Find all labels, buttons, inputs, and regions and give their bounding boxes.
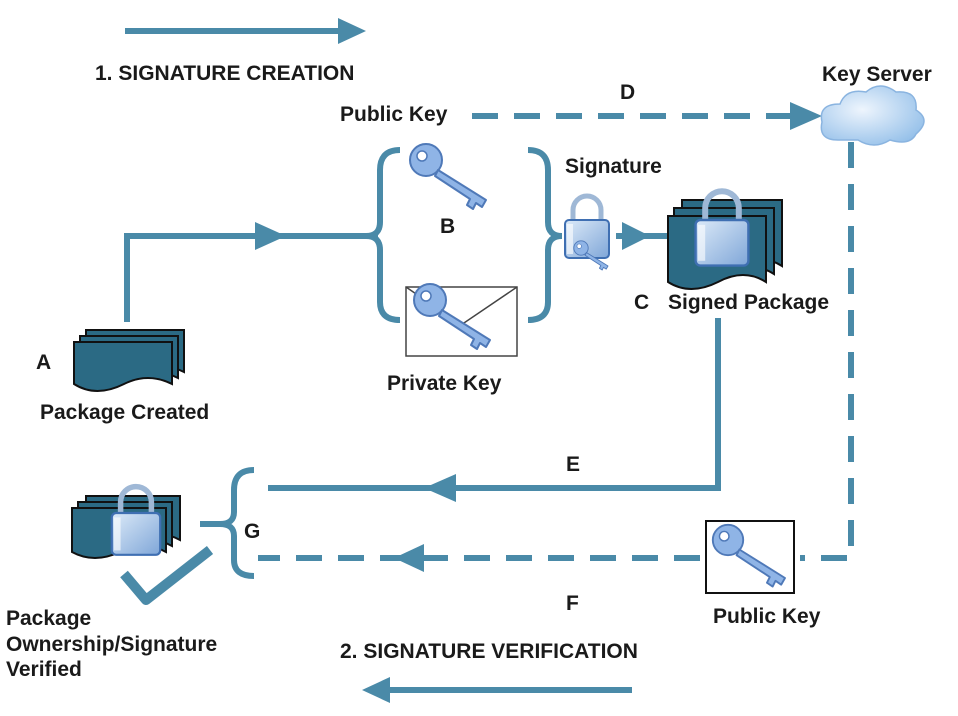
publish-public-key-path bbox=[472, 102, 822, 130]
signed-package-label: Signed Package bbox=[668, 291, 830, 314]
step-g-label: G bbox=[244, 520, 261, 543]
signature-creation-title: 1. SIGNATURE CREATION bbox=[95, 62, 355, 85]
public-key-to-verify-path bbox=[258, 544, 700, 572]
step-e-label: E bbox=[566, 453, 581, 476]
step-b-label: B bbox=[440, 215, 456, 238]
public-key-bottom-label: Public Key bbox=[713, 605, 821, 628]
package-to-keys-path bbox=[124, 222, 378, 322]
public-key-top-label: Public Key bbox=[340, 103, 448, 126]
step-a-label: A bbox=[36, 351, 52, 374]
public-key-box-icon bbox=[705, 520, 795, 594]
package-created-label: Package Created bbox=[40, 401, 210, 424]
package-created-icon bbox=[73, 329, 185, 392]
creation-direction-arrow bbox=[125, 18, 366, 44]
signed-package-to-verify-path bbox=[268, 318, 721, 502]
verified-label: Package Ownership/Signature Verified bbox=[6, 607, 218, 682]
key-server-cloud-icon bbox=[820, 85, 925, 146]
public-key-icon bbox=[409, 143, 487, 210]
step-d-label: D bbox=[620, 81, 636, 104]
private-key-label: Private Key bbox=[387, 372, 502, 395]
keys-bracket-right bbox=[527, 147, 563, 323]
signature-lock-icon bbox=[565, 196, 609, 271]
step-c-label: C bbox=[634, 291, 650, 314]
key-server-fetch-path bbox=[800, 142, 854, 561]
key-server-label: Key Server bbox=[822, 63, 932, 86]
verification-direction-arrow bbox=[362, 677, 632, 703]
signature-to-package-arrow bbox=[616, 222, 668, 250]
signature-verification-title: 2. SIGNATURE VERIFICATION bbox=[340, 640, 638, 663]
signed-package-icon bbox=[667, 191, 783, 290]
step-f-label: F bbox=[566, 592, 579, 615]
checkmark-icon bbox=[120, 546, 214, 605]
keys-bracket-left bbox=[365, 147, 401, 323]
verified-package-icon bbox=[71, 487, 181, 559]
private-key-envelope-icon bbox=[405, 283, 518, 357]
signature-label: Signature bbox=[565, 155, 662, 178]
